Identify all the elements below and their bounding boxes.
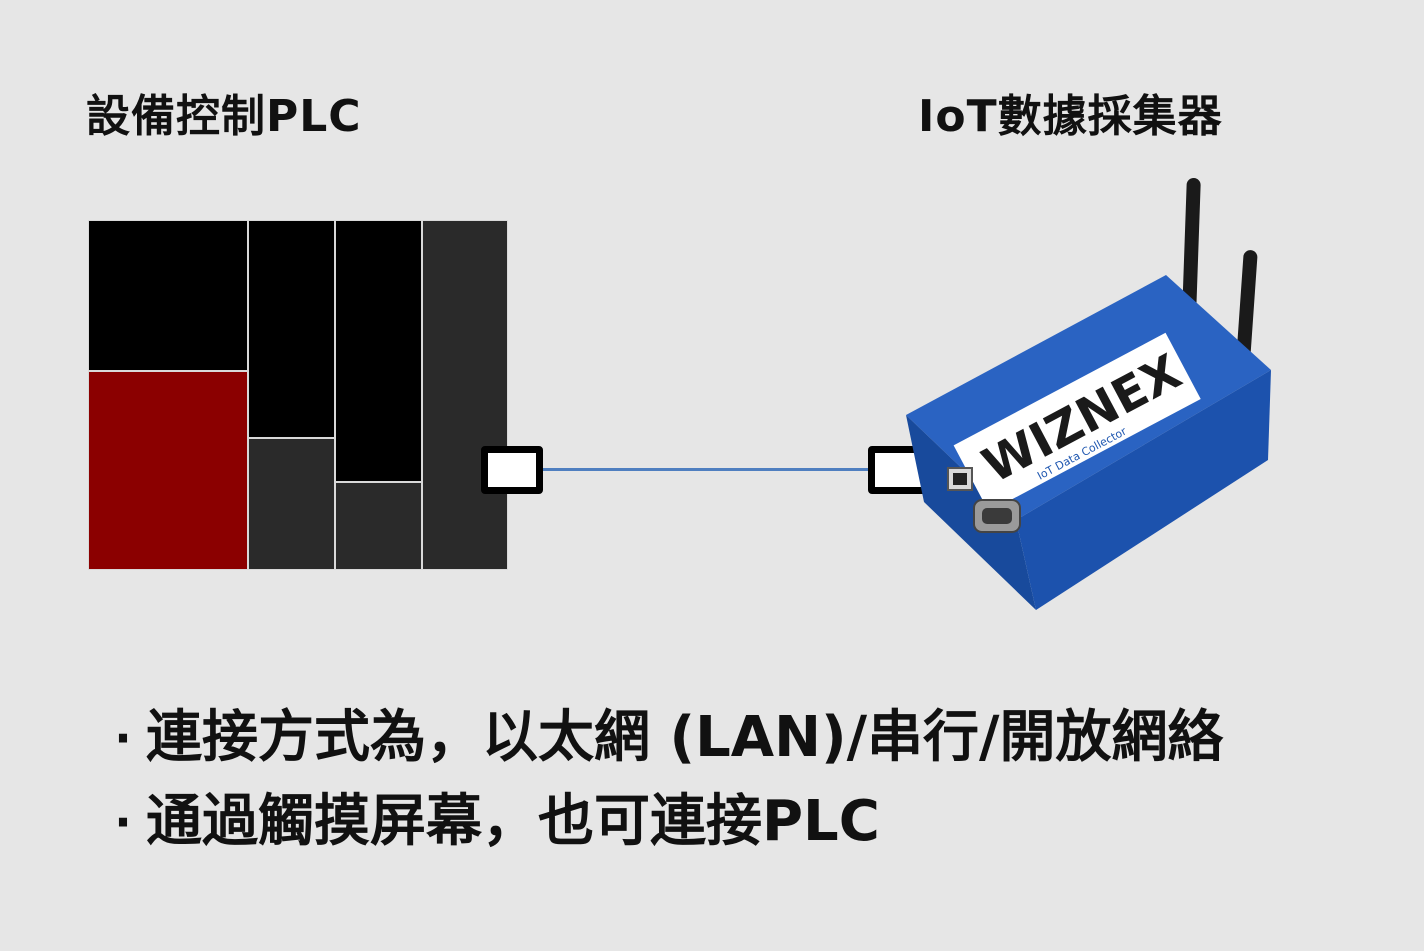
bullet-marker: · (114, 795, 132, 849)
bullet-item: · 連接方式為，以太網 (LAN)/串行/開放網絡 (100, 696, 1223, 780)
plc-module-col2-bottom (248, 438, 335, 570)
plc-title: 設備控制PLC (86, 91, 362, 142)
plc-module-col4 (422, 220, 508, 570)
plc-module-top-left (88, 220, 248, 371)
plc-module-col3-top (335, 220, 422, 482)
bullet-item: · 通過觸摸屏幕，也可連接PLC (100, 780, 1223, 864)
iot-collector-icon: WIZNEX IoT Data Collector (906, 178, 1271, 610)
plc-port-icon (481, 446, 543, 494)
bullet-text: 通過觸摸屏幕，也可連接PLC (146, 789, 880, 854)
iot-collector-title: IoT數據採集器 (918, 91, 1223, 142)
bullet-marker: · (114, 711, 132, 765)
bullet-list: · 連接方式為，以太網 (LAN)/串行/開放網絡 · 通過觸摸屏幕，也可連接P… (100, 696, 1223, 864)
bullet-text: 連接方式為，以太網 (LAN)/串行/開放網絡 (146, 705, 1224, 770)
plc-module-red (88, 371, 248, 570)
network-link-line (540, 468, 870, 471)
plc-module-col3-bottom (335, 482, 422, 570)
plc-device (88, 220, 508, 570)
plc-module-col2-top (248, 220, 335, 438)
